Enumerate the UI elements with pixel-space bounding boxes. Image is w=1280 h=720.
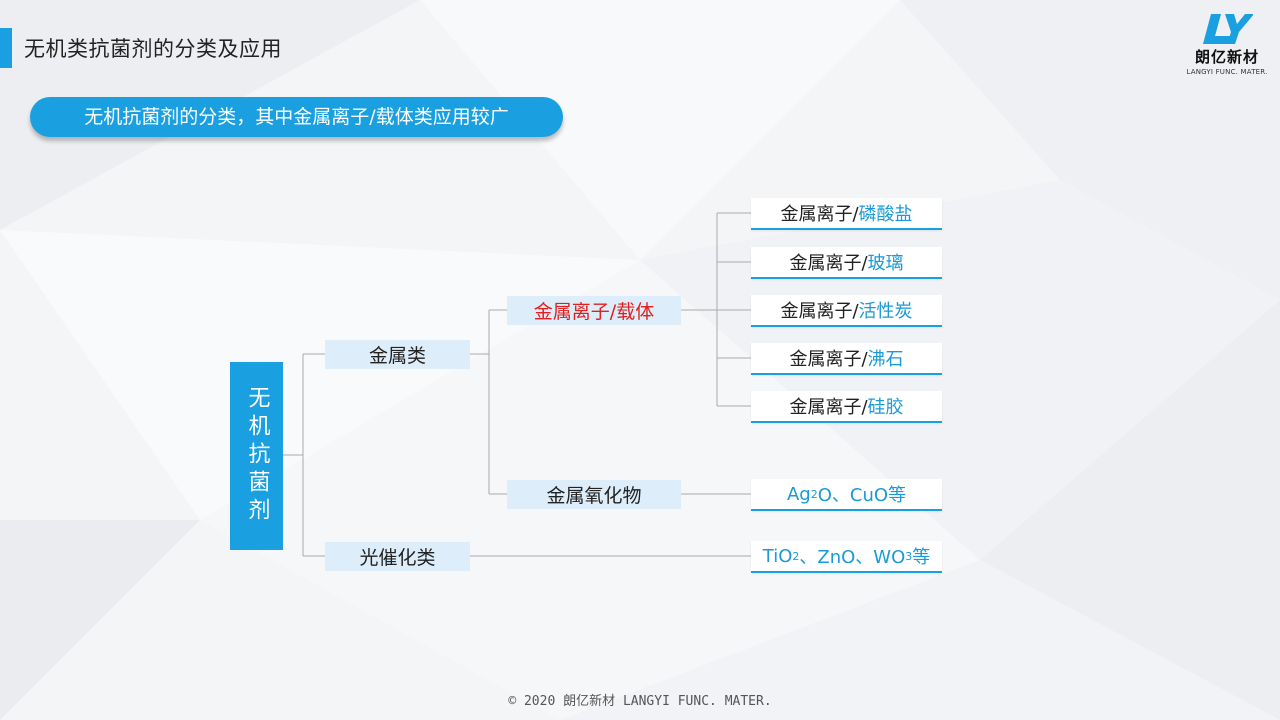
root-node: 无机抗菌剂: [230, 362, 283, 550]
summary-banner: 无机抗菌剂的分类，其中金属离子/载体类应用较广: [30, 97, 563, 137]
leaf-prefix: 金属离子/: [789, 253, 868, 274]
leaf-activated-carbon: 金属离子/活性炭: [751, 295, 942, 327]
photocatalytic-category-node: 光催化类: [325, 542, 470, 571]
leaf-prefix: 金属离子/: [780, 301, 859, 322]
metal-oxide-node: 金属氧化物: [507, 480, 681, 509]
leaf-carrier: 活性炭: [858, 301, 913, 322]
company-logo: 朗亿新材 LANGYI FUNC. MATER.: [1184, 12, 1270, 76]
footer-copyright: © 2020 朗亿新材 LANGYI FUNC. MATER.: [508, 694, 772, 709]
logo-chinese-name: 朗亿新材: [1194, 48, 1259, 66]
leaf-prefix: 金属离子/: [789, 349, 868, 370]
leaf-phosphate: 金属离子/磷酸盐: [751, 198, 942, 230]
title-accent-bar: [0, 28, 12, 68]
slide-title: 无机类抗菌剂的分类及应用: [24, 37, 282, 61]
leaf-prefix: 金属离子/: [780, 204, 859, 225]
leaf-glass: 金属离子/玻璃: [751, 247, 942, 279]
leaf-silica-gel: 金属离子/硅胶: [751, 391, 942, 423]
leaf-carrier: 玻璃: [867, 253, 904, 274]
leaf-carrier: 沸石: [867, 349, 904, 370]
leaf-prefix: 金属离子/: [789, 397, 868, 418]
leaf-zeolite: 金属离子/沸石: [751, 343, 942, 375]
leaf-carrier: 磷酸盐: [858, 204, 913, 225]
metal-category-node: 金属类: [325, 340, 470, 369]
ly-logo-icon: [1203, 14, 1253, 44]
metal-ion-carrier-node: 金属离子/载体: [507, 296, 681, 325]
leaf-carrier: 硅胶: [867, 397, 904, 418]
logo-english-name: LANGYI FUNC. MATER.: [1186, 68, 1268, 76]
